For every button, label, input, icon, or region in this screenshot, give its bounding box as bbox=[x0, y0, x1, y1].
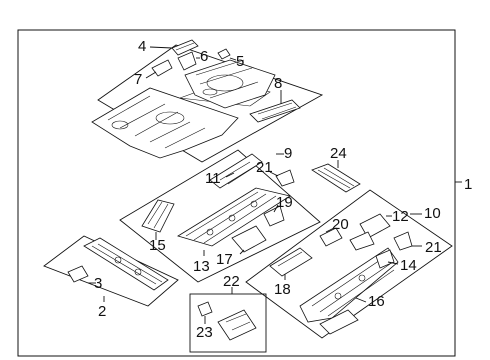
part-clip-21-upper bbox=[269, 169, 295, 187]
part-bracket-18 bbox=[269, 247, 313, 280]
callout-8[interactable]: 8 bbox=[274, 75, 282, 92]
callout-3[interactable]: 3 bbox=[94, 275, 102, 292]
group-panel-front-floor bbox=[43, 235, 179, 307]
part-bracket-7 bbox=[145, 59, 173, 79]
assembly-frame bbox=[17, 29, 456, 357]
callout-11[interactable]: 11 bbox=[205, 170, 221, 187]
callout-18[interactable]: 18 bbox=[274, 281, 291, 298]
callout-1[interactable]: 1 bbox=[464, 176, 472, 193]
part-clip-23 bbox=[197, 301, 213, 324]
part-clip-5 bbox=[217, 48, 237, 61]
group-panel-floor-side bbox=[245, 189, 453, 339]
callout-23[interactable]: 23 bbox=[196, 324, 213, 341]
callout-5[interactable]: 5 bbox=[236, 53, 244, 70]
callout-22[interactable]: 22 bbox=[223, 273, 240, 290]
callout-20[interactable]: 20 bbox=[332, 216, 349, 233]
part-bracket-17 bbox=[231, 225, 267, 255]
callout-13[interactable]: 13 bbox=[193, 258, 210, 275]
callout-9[interactable]: 9 bbox=[284, 145, 292, 162]
part-side-member-13 bbox=[177, 187, 292, 256]
callout-21-upper[interactable]: 21 bbox=[256, 159, 273, 176]
part-crossmember-24 bbox=[311, 160, 361, 193]
callout-10[interactable]: 10 bbox=[424, 205, 441, 222]
part-bracket-14 bbox=[375, 249, 399, 269]
part-bracket-3 bbox=[67, 265, 96, 284]
callout-7[interactable]: 7 bbox=[134, 71, 142, 88]
callout-14[interactable]: 14 bbox=[400, 257, 417, 274]
part-extension-15 bbox=[141, 199, 175, 240]
callout-16[interactable]: 16 bbox=[368, 293, 385, 310]
part-bracket-6 bbox=[177, 51, 200, 71]
callout-17[interactable]: 17 bbox=[216, 251, 233, 268]
group-box-22 bbox=[189, 293, 267, 353]
part-panel-11 bbox=[209, 153, 263, 189]
callout-24[interactable]: 24 bbox=[330, 145, 347, 162]
part-reinforcement-12 bbox=[349, 213, 392, 251]
part-clip-21-lower bbox=[393, 231, 422, 251]
callout-4[interactable]: 4 bbox=[138, 38, 146, 55]
group-panel-side-members bbox=[119, 149, 321, 283]
callout-12[interactable]: 12 bbox=[392, 208, 409, 225]
callout-2[interactable]: 2 bbox=[98, 303, 106, 320]
callout-6[interactable]: 6 bbox=[200, 48, 208, 65]
part-rail-22 bbox=[217, 309, 257, 341]
callout-15[interactable]: 15 bbox=[149, 237, 166, 254]
part-front-floor-side-2 bbox=[83, 237, 169, 302]
part-bracket-20 bbox=[319, 227, 343, 247]
part-floor-side-member-16 bbox=[299, 247, 399, 335]
part-reinforcement-8 bbox=[249, 90, 301, 123]
callout-19[interactable]: 19 bbox=[276, 194, 293, 211]
part-bracket-19 bbox=[263, 204, 285, 227]
part-floor-crossmember-4 bbox=[149, 39, 199, 56]
part-rear-floor-pan bbox=[91, 59, 276, 159]
callout-21-lower[interactable]: 21 bbox=[425, 239, 442, 256]
